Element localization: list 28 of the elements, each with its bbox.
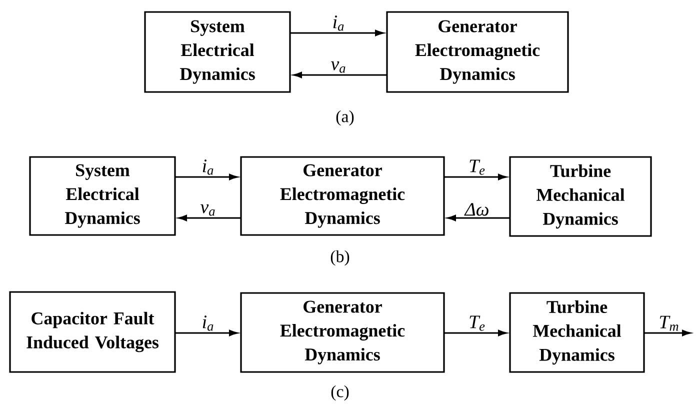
arrow bbox=[175, 330, 238, 336]
arrow bbox=[444, 174, 507, 180]
arrow bbox=[644, 330, 691, 336]
block-box: Generator Electromagnetic Dynamics bbox=[240, 292, 445, 373]
arrow bbox=[444, 330, 507, 336]
edge-label: T$_{e}$ bbox=[468, 314, 486, 332]
arrow bbox=[290, 30, 384, 36]
edge-label: Δω bbox=[464, 202, 490, 217]
block-box: Capacitor Fault Induced Voltages bbox=[9, 291, 176, 373]
block-box: Turbine Mechanical Dynamics bbox=[509, 156, 652, 237]
edge-label: i$_{a}$ bbox=[200, 158, 216, 176]
block-box: Generator Electromagnetic Dynamics bbox=[240, 156, 445, 236]
arrow bbox=[175, 174, 238, 180]
edge-label: T$_{m}$ bbox=[658, 314, 680, 332]
block-box: Generator Electromagnetic Dynamics bbox=[386, 11, 569, 93]
edge-label: i$_{a}$ bbox=[200, 314, 216, 332]
arrow bbox=[178, 214, 241, 222]
edge-label: v$_{a}$ bbox=[199, 203, 217, 217]
edge-label: v$_{a}$ bbox=[330, 60, 348, 74]
block-box: System Electrical Dynamics bbox=[29, 156, 176, 236]
block-box: Turbine Mechanical Dynamics bbox=[509, 292, 645, 373]
arrow bbox=[447, 214, 510, 222]
panel-label: (a) bbox=[336, 110, 354, 126]
edge-label: i$_{a}$ bbox=[331, 14, 346, 32]
block-box: System Electrical Dynamics bbox=[144, 11, 291, 93]
panel-label: (b) bbox=[330, 250, 350, 266]
edge-label: T$_{e}$ bbox=[468, 158, 486, 176]
arrow bbox=[293, 72, 387, 78]
